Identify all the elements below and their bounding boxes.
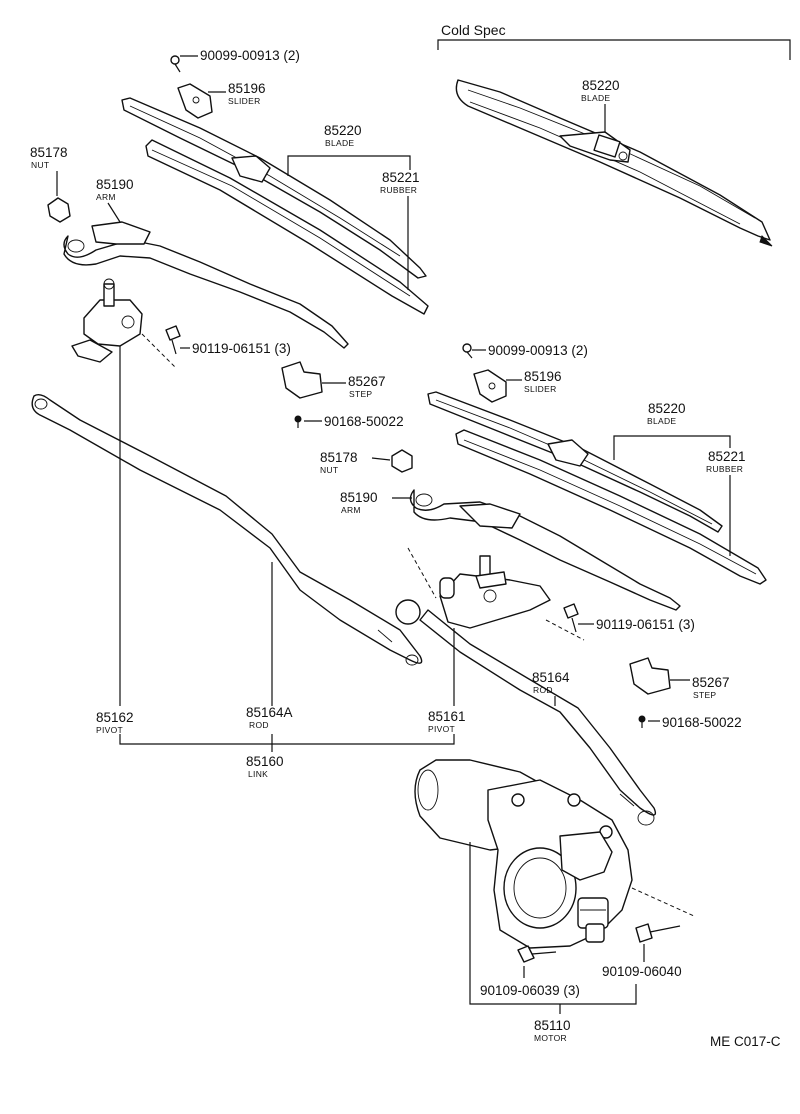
nut-right-callout: 85178 NUT	[320, 450, 391, 475]
blade-cold-number: 85220	[582, 78, 620, 93]
slider-left-label: SLIDER	[228, 96, 261, 106]
step-left-callout: 85267 STEP	[322, 374, 386, 399]
pivot-left-callout: 85162 PIVOT	[96, 710, 134, 735]
bolt-pivot-right-number: 90119-06151 (3)	[596, 617, 695, 632]
right-rod-drawing	[395, 599, 657, 826]
blade-cold-label: BLADE	[581, 93, 610, 103]
motor-number: 85110	[534, 1018, 571, 1033]
rubber-left-callout: 85221 RUBBER	[380, 170, 420, 290]
screw-step-right-number: 90168-50022	[662, 715, 742, 730]
screw-step-left-number: 90168-50022	[324, 414, 404, 429]
blade-right-callout: 85220 BLADE	[613, 401, 731, 460]
left-pivot-drawing	[71, 278, 181, 369]
right-pivot-drawing	[407, 547, 585, 641]
motor-callout: 85110 MOTOR	[534, 1018, 571, 1043]
arm-right-callout: 85190 ARM	[340, 490, 412, 515]
bolt-motor-b-number: 90109-06040	[602, 964, 682, 979]
blade-right-number: 85220	[648, 401, 686, 416]
pivot-right-callout: 85161 PIVOT	[428, 709, 466, 734]
pivot-right-number: 85161	[428, 709, 466, 724]
step-right-callout: 85267 STEP	[670, 675, 730, 700]
diagram-ref-code: ME C017-C	[710, 1034, 781, 1049]
step-left-drawing	[281, 361, 323, 428]
rubber-right-label: RUBBER	[706, 464, 743, 474]
rubber-left-number: 85221	[382, 170, 420, 185]
screw-slider-left-callout: 90099-00913 (2)	[180, 48, 300, 63]
link-bracket	[119, 346, 455, 752]
arm-left-callout: 85190 ARM	[96, 177, 134, 223]
slider-left-number: 85196	[228, 81, 266, 96]
motor-bracket	[469, 842, 637, 1014]
motor-label: MOTOR	[534, 1033, 567, 1043]
nut-right-number: 85178	[320, 450, 358, 465]
rubber-left-label: RUBBER	[380, 185, 417, 195]
bolt-motor-a-callout: 90109-06039 (3)	[480, 983, 580, 998]
pivot-left-label: PIVOT	[96, 725, 123, 735]
rod-right-callout: 85164 ROD	[532, 670, 570, 706]
step-left-number: 85267	[348, 374, 386, 389]
slider-left-callout: 85196 SLIDER	[208, 81, 266, 106]
link-label: LINK	[248, 769, 268, 779]
screw-slider-right-callout: 90099-00913 (2)	[472, 343, 588, 358]
screw-step-left-callout: 90168-50022	[304, 414, 404, 429]
pivot-left-number: 85162	[96, 710, 134, 725]
cold-spec-header: Cold Spec	[441, 22, 506, 38]
cold-spec-section: Cold Spec	[437, 22, 791, 60]
blade-right-label: BLADE	[647, 416, 676, 426]
step-right-label: STEP	[693, 690, 716, 700]
main-rod-drawing	[31, 393, 423, 666]
slider-right-number: 85196	[524, 369, 562, 384]
nut-left-callout: 85178 NUT	[30, 145, 68, 196]
slider-right-callout: 85196 SLIDER	[506, 369, 562, 394]
blade-cold-callout: 85220 BLADE	[581, 78, 620, 132]
nut-left-label: NUT	[31, 160, 49, 170]
rod-right-label: ROD	[533, 685, 553, 695]
rod-right-number: 85164	[532, 670, 570, 685]
screw-slider-left-number: 90099-00913 (2)	[200, 48, 300, 63]
right-blade-drawing	[391, 343, 767, 611]
step-right-number: 85267	[692, 675, 730, 690]
cold-spec-blade-drawing	[455, 79, 773, 247]
arm-right-number: 85190	[340, 490, 378, 505]
bolt-pivot-left-callout: 90119-06151 (3)	[180, 341, 291, 356]
bolt-pivot-left-number: 90119-06151 (3)	[192, 341, 291, 356]
nut-left-number: 85178	[30, 145, 68, 160]
rod-main-callout: 85164A ROD	[246, 705, 293, 730]
rod-main-label: ROD	[249, 720, 269, 730]
arm-left-label: ARM	[96, 192, 116, 202]
link-number: 85160	[246, 754, 284, 769]
left-blade-drawing	[47, 55, 429, 349]
nut-right-label: NUT	[320, 465, 338, 475]
slider-right-label: SLIDER	[524, 384, 557, 394]
arm-left-number: 85190	[96, 177, 134, 192]
rubber-right-number: 85221	[708, 449, 746, 464]
arm-right-label: ARM	[341, 505, 361, 515]
rubber-right-callout: 85221 RUBBER	[706, 449, 746, 556]
step-right-drawing	[629, 657, 671, 728]
blade-left-number: 85220	[324, 123, 362, 138]
screw-slider-right-number: 90099-00913 (2)	[488, 343, 588, 358]
step-left-label: STEP	[349, 389, 372, 399]
screw-step-right-callout: 90168-50022	[648, 715, 742, 730]
bolt-motor-a-number: 90109-06039 (3)	[480, 983, 580, 998]
rod-main-number: 85164A	[246, 705, 293, 720]
pivot-right-label: PIVOT	[428, 724, 455, 734]
blade-left-label: BLADE	[325, 138, 354, 148]
bolt-pivot-right-callout: 90119-06151 (3)	[578, 617, 695, 632]
bolt-motor-b-callout: 90109-06040	[602, 944, 682, 979]
motor-drawing	[414, 759, 695, 963]
blade-left-callout: 85220 BLADE	[287, 123, 411, 176]
link-callout: 85160 LINK	[246, 754, 284, 779]
